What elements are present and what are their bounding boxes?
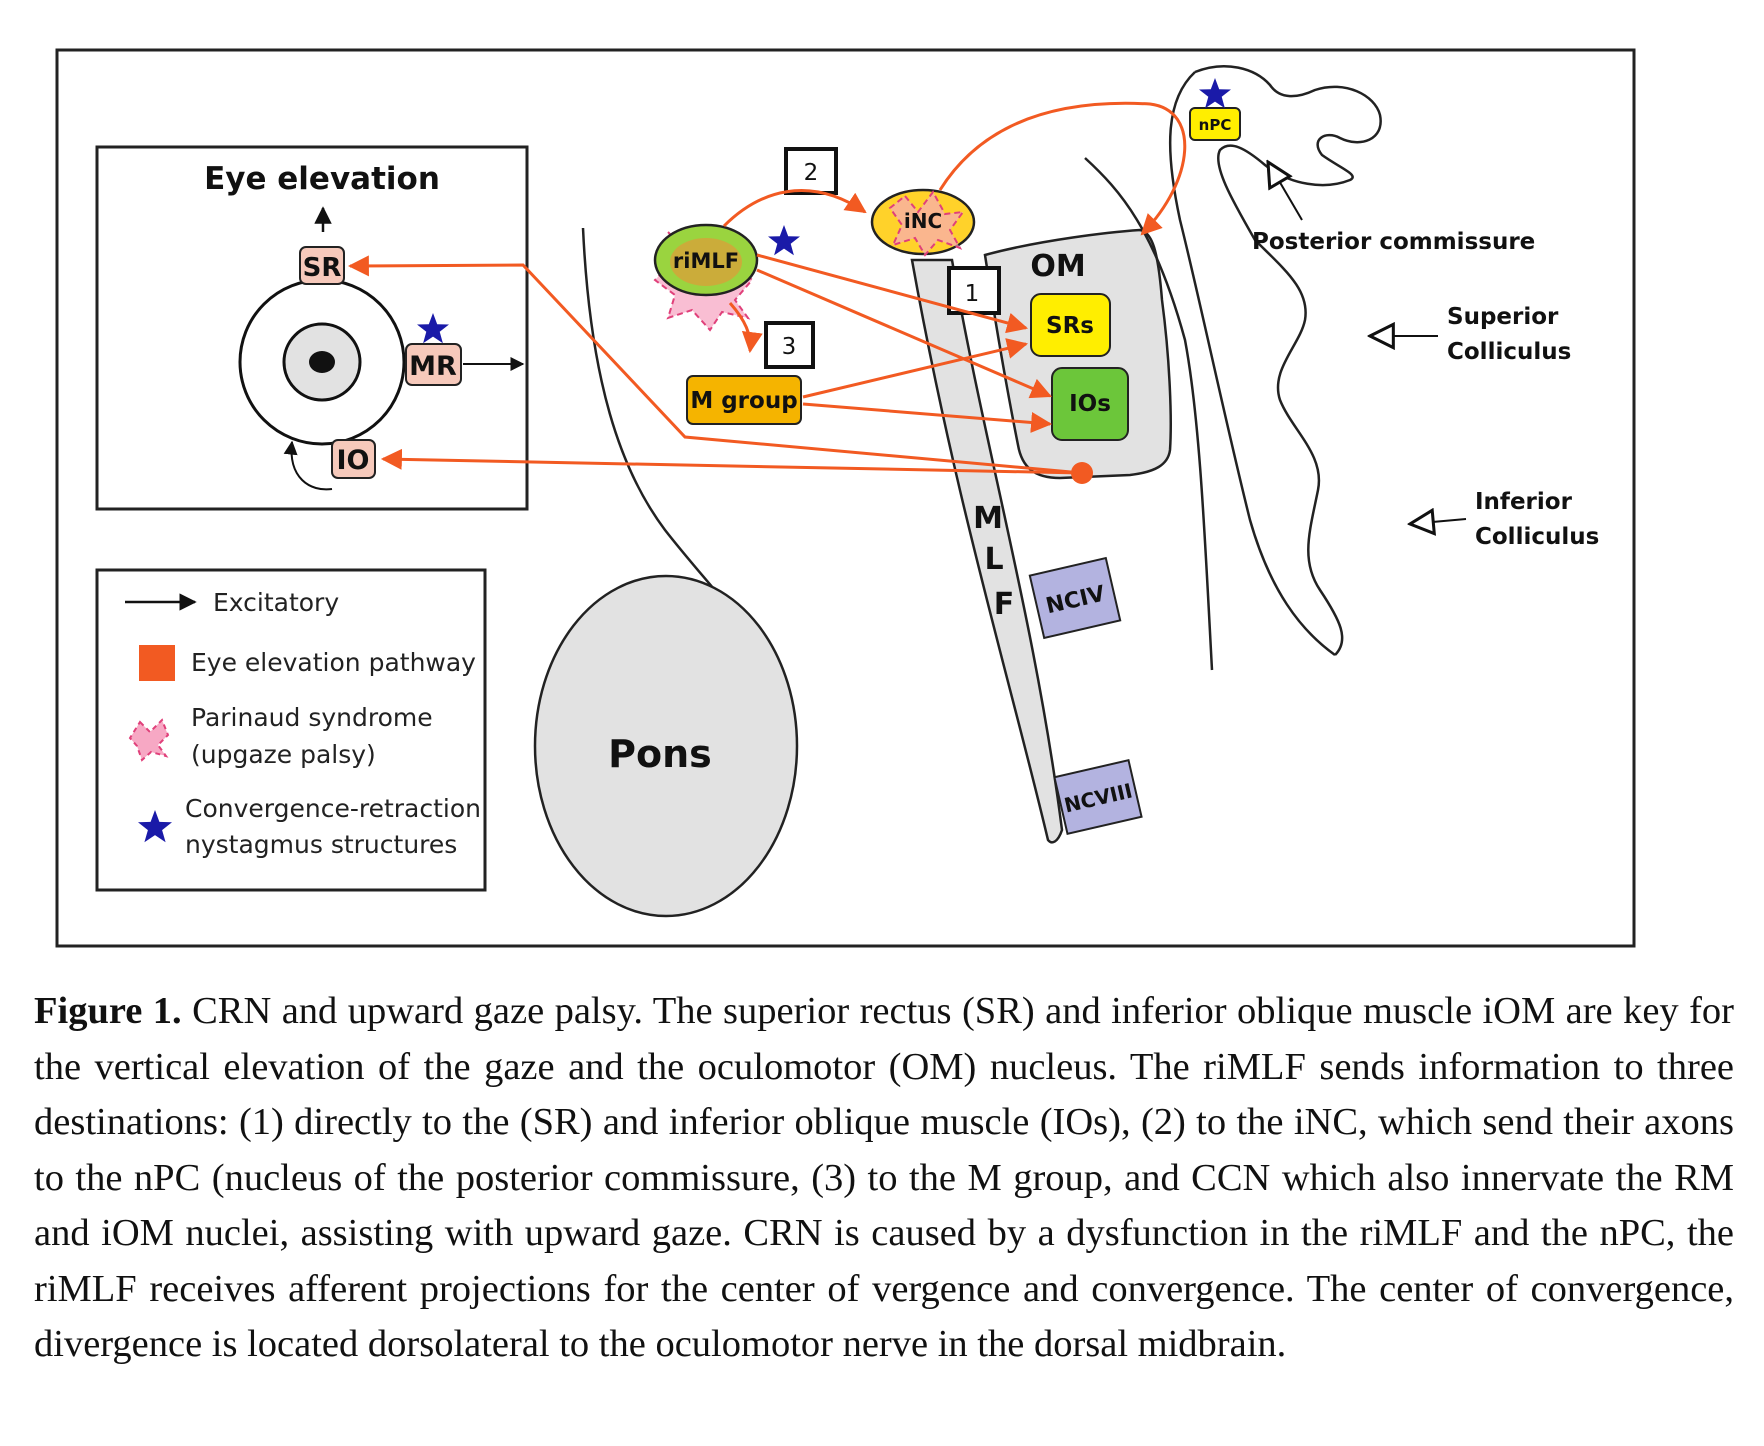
rimlf-star-icon: [768, 225, 800, 256]
aqueduct-outline-inner: [1084, 157, 1214, 671]
pons: [533, 574, 799, 918]
superior-colliculus-label-line2: Colliculus: [1447, 339, 1571, 365]
pink-dashed-blob-icon: [128, 718, 170, 762]
eye-elevation-pathway: [347, 101, 1187, 475]
pathway-junction-dot: [1071, 462, 1093, 484]
npc-star-icon: [1199, 78, 1231, 109]
nciv-nucleus: [1028, 556, 1122, 640]
mr-star-icon: [417, 313, 449, 344]
ios-nucleus: [1051, 367, 1129, 441]
mr-muscle-box: [405, 343, 462, 386]
ncviii-nucleus: [1053, 758, 1143, 836]
inc-label: iNC: [904, 209, 942, 233]
pathway-number-3: 3: [782, 334, 797, 360]
pathway-number-2-box: [784, 147, 838, 195]
posterior-commissure-label: Posterior commissure: [1252, 229, 1535, 255]
figure-caption: Figure 1. CRN and upward gaze palsy. The…: [34, 984, 1734, 1373]
figure-caption-text: CRN and upward gaze palsy. The superior …: [34, 990, 1734, 1365]
legend-crn-line2: nystagmus structures: [185, 830, 457, 859]
blue-star-icon: [138, 810, 172, 843]
srs-label: SRs: [1046, 313, 1094, 339]
ios-label: IOs: [1069, 391, 1111, 417]
eye-panel-title: Eye elevation: [204, 161, 440, 197]
mlf-letter-m: M: [973, 501, 1003, 536]
pathway-number-1: 1: [965, 281, 980, 307]
pathway-number-1-box: [947, 266, 1001, 315]
figure-diagram: Eye elevation SR MR IO Excitatory Eye el…: [55, 48, 1636, 948]
pathway-number-2: 2: [804, 160, 819, 186]
sr-muscle-box: [299, 246, 345, 285]
rimlf-label: riMLF: [673, 249, 739, 273]
eye-elevation-panel: Eye elevation SR MR IO: [95, 145, 529, 511]
m-group-label: M group: [690, 388, 797, 414]
orange-square-icon: [139, 645, 175, 681]
inc-parinaud-overlay: [888, 190, 966, 257]
mlf-letter-f: F: [994, 587, 1015, 622]
npc-nucleus: [1189, 107, 1241, 141]
legend: Excitatory Eye elevation pathway Parinau…: [95, 568, 487, 892]
inferior-colliculus-label-line1: Inferior: [1475, 489, 1573, 515]
legend-parinaud-line2: (upgaze palsy): [191, 740, 376, 769]
sr-muscle-label: SR: [303, 253, 342, 283]
pons-label: Pons: [608, 732, 712, 776]
mlf-letter-l: L: [984, 542, 1003, 577]
aqueduct-outline-mid: [1168, 71, 1336, 657]
io-muscle-box: [331, 439, 376, 479]
legend-eye-elevation-label: Eye elevation pathway: [191, 648, 476, 677]
legend-crn-line1: Convergence-retraction: [185, 794, 481, 823]
tectum-outline: [1194, 65, 1382, 656]
figure-caption-label: Figure 1.: [34, 990, 182, 1032]
mlf-tract: [910, 258, 1064, 844]
pathway-number-3-box: [764, 321, 815, 369]
mr-muscle-label: MR: [409, 351, 457, 382]
npc-label: nPC: [1199, 116, 1232, 134]
inferior-colliculus-label-line2: Colliculus: [1475, 524, 1599, 550]
superior-colliculus-label-line1: Superior: [1447, 304, 1559, 330]
srs-nucleus: [1030, 293, 1111, 357]
io-muscle-label: IO: [337, 445, 370, 476]
pupil: [309, 351, 335, 373]
legend-parinaud-line1: Parinaud syndrome: [191, 703, 433, 732]
m-group-nucleus: [686, 375, 802, 425]
om-label: OM: [1030, 249, 1085, 284]
legend-excitatory-label: Excitatory: [213, 588, 339, 617]
